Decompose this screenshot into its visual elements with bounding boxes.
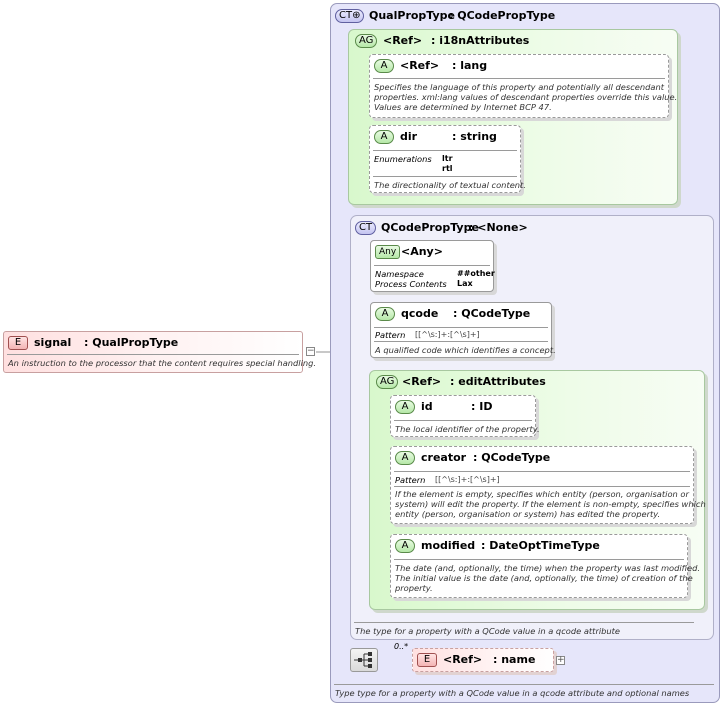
enumeration-value: ltr [442,154,453,163]
attribute-group-ref: : editAttributes [450,375,546,388]
attribute-type: : QCodeType [453,307,531,320]
attribute-type: : ID [471,400,493,413]
attribute-badge: A [374,130,394,144]
process-contents-label: Process Contents [375,279,447,289]
element-name: <Ref> [443,653,483,666]
attribute-name: <Ref> [400,59,440,72]
separator [374,265,490,266]
attribute-doc-line: If the element is empty, specifies which… [395,489,689,499]
attribute-group-ref: : i18nAttributes [431,34,530,47]
element-name: signal [34,336,72,349]
attribute-doc-line: entity (person, organisation or system) … [395,509,661,519]
separator [374,341,548,342]
attribute-badge: A [395,400,415,414]
separator [373,78,665,79]
attribute-doc-line: properties. xml:lang values of descendan… [374,92,678,102]
separator [373,176,517,177]
enumerations-label: Enumerations [374,154,432,164]
creator-attribute[interactable]: A creator : QCodeType Pattern [[^\s:]+:[… [390,446,706,524]
complex-type-badge: CT⊕ [335,9,365,23]
separator [334,684,714,685]
attribute-type: : QCodeType [473,451,551,464]
attribute-group-name: <Ref> [383,34,423,47]
attribute-type: : lang [452,59,488,72]
attribute-group-badge: AG [376,375,399,389]
element-type: : QualPropType [84,336,179,349]
separator [374,327,548,328]
namespace-value: ##other [457,269,495,278]
separator [394,471,690,472]
attribute-name: dir [400,130,418,143]
attribute-doc-line: property. [395,583,433,593]
attribute-doc-line: system) will edit the property. If the e… [395,499,706,509]
attribute-doc: The directionality of textual content. [374,180,526,190]
attribute-type: : string [452,130,497,143]
element-badge: E [8,336,28,350]
separator [7,354,299,355]
complex-type-base: : <None> [469,221,528,234]
attribute-doc-line: The initial value is the date (and, opti… [395,573,693,583]
complex-type-doc: The type for a property with a QCode val… [355,626,621,636]
separator [354,622,694,623]
attribute-badge: A [395,539,415,553]
element-badge: E [417,653,437,667]
attribute-doc: A qualified code which identifies a conc… [375,345,556,355]
complex-type-name: QCodePropType [381,221,479,234]
name-element[interactable]: E <Ref> : name [412,648,554,672]
attribute-badge: A [374,59,394,73]
separator [394,420,532,421]
complex-type-base: : QCodePropType [449,9,556,22]
separator [373,150,517,151]
any-attribute[interactable]: Any <Any> Namespace ##other Process Cont… [370,240,495,292]
id-attribute[interactable]: A id : ID The local identifier of the pr… [390,395,540,437]
pattern-label: Pattern [375,330,406,340]
attribute-doc-line: Specifies the language of this property … [374,82,665,92]
sequence-compositor[interactable] [350,648,378,672]
attribute-name: creator [421,451,467,464]
attribute-doc-line: The date (and, optionally, the time) whe… [395,563,701,573]
any-badge: Any [375,245,401,259]
attribute-group-badge: AG [355,34,378,48]
complex-type-doc: Type type for a property with a QCode va… [335,688,690,698]
enumeration-value: rtl [442,164,453,173]
attribute-group-name: <Ref> [402,375,442,388]
dir-attribute[interactable]: A dir : string Enumerations ltr rtl The … [369,125,526,193]
attribute-name: modified [421,539,476,552]
pattern-label: Pattern [395,475,426,485]
attribute-name: id [421,400,433,413]
attribute-name: qcode [401,307,439,320]
collapse-toggle[interactable]: − [306,346,315,356]
pattern-value: [[^\s:]+:[^\s]+] [415,330,480,339]
complex-type-badge: CT [355,221,377,235]
modified-attribute[interactable]: A modified : DateOptTimeType The date (a… [390,534,700,598]
process-contents-value: Lax [457,279,473,288]
namespace-label: Namespace [375,269,424,279]
attribute-type: : DateOptTimeType [481,539,600,552]
element-doc: An instruction to the processor that the… [8,358,317,368]
lang-attribute[interactable]: A <Ref> : lang Specifies the language of… [369,54,677,118]
occurrence-label: 0..* [394,642,409,651]
complex-type-name: QualPropType [369,9,455,22]
pattern-value: [[^\s:]+:[^\s]+] [435,475,500,484]
sequence-icon [354,652,372,668]
any-name: <Any> [401,245,443,258]
attribute-doc: The local identifier of the property. [395,424,540,434]
attribute-badge: A [395,451,415,465]
separator [394,486,690,487]
attribute-doc-line: Values are determined by Internet BCP 47… [374,102,552,112]
expand-toggle[interactable]: + [556,655,565,665]
qcode-attribute[interactable]: A qcode : QCodeType Pattern [[^\s:]+:[^\… [370,302,556,358]
separator [394,559,684,560]
signal-element[interactable]: E signal : QualPropType An instruction t… [3,331,316,373]
attribute-badge: A [375,307,395,321]
element-type: : name [493,653,536,666]
